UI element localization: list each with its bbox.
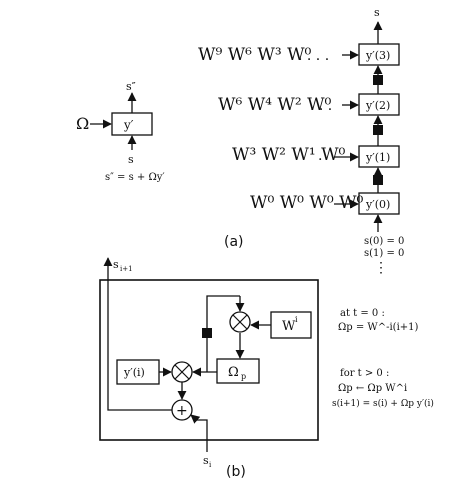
box-y0-label: y′(0) [365, 198, 390, 211]
box-y1-label: y′(1) [365, 151, 390, 164]
cell-output-label: s″ [126, 80, 136, 93]
box-y3 [358, 43, 400, 66]
adder-plus: + [176, 403, 188, 419]
weight-box-sup: i [295, 315, 298, 324]
note-tpos-line1: for t > 0 : [340, 368, 389, 379]
panel-b-diagram: s i+1 W i Ω p y′(i) + [99, 257, 319, 469]
column-output-label: s [374, 6, 380, 19]
box-y3-label: y′(3) [365, 49, 390, 62]
pipeline-column: s y′(3) W⁹ W⁶ W³ W⁰ . . . . y′(2) W⁶ W⁴ … [198, 6, 404, 276]
row2-weights: W⁶ W⁴ W² W⁰ [218, 95, 332, 115]
init-s0: s(0) = 0 [364, 236, 404, 247]
delay-register [202, 328, 212, 338]
out-sub: i+1 [120, 265, 133, 273]
row1-dots: . [318, 148, 322, 164]
y-box-label: y′(i) [123, 366, 145, 379]
box-y2-label: y′(2) [365, 99, 390, 112]
box-y0 [358, 192, 400, 215]
note-t0-line1: at t = 0 : [340, 308, 385, 319]
row2-dots: . . . [310, 98, 332, 114]
in-sub: i [209, 461, 212, 469]
cell-equation: s″ = s + Ωy′ [105, 172, 165, 183]
row0-weights: W⁰ W⁰ W⁰ W⁰ [250, 193, 364, 213]
delay-register [373, 175, 383, 185]
init-more: ⋮ [374, 260, 388, 276]
omega-box-sub: p [241, 372, 246, 381]
init-s1: s(1) = 0 [364, 248, 404, 259]
cell-box-label: y′ [123, 118, 134, 132]
row3-dots: . . . . [298, 48, 329, 64]
omega-box-label: Ω [228, 365, 239, 380]
processor-frame [99, 279, 319, 441]
cell-diagram: Ω y′ s″ s s″ = s + Ωy′ [76, 80, 165, 183]
weight-box-label: W [282, 319, 296, 334]
weight-box [270, 311, 312, 339]
box-y2 [358, 93, 400, 116]
note-tpos-line2: Ωp ← Ωp W^i [338, 383, 407, 394]
out-label: s [113, 258, 119, 271]
caption-a: (a) [224, 234, 244, 250]
note-t0-line2: Ωp = W^-i(i+1) [338, 322, 419, 333]
caption-b: (b) [226, 464, 246, 480]
box-y1 [358, 145, 400, 168]
omega-box [216, 358, 260, 384]
row1-weights: W³ W² W¹ W⁰ [232, 145, 346, 165]
delay-register [373, 125, 383, 135]
omega-input-label: Ω [76, 114, 89, 133]
note-tpos-line3: s(i+1) = s(i) + Ωp y′(i) [332, 398, 434, 409]
delay-register [373, 75, 383, 85]
row3-weights: W⁹ W⁶ W³ W⁰ [198, 45, 312, 65]
panel-b-notes: at t = 0 : Ωp = W^-i(i+1) for t > 0 : Ωp… [332, 308, 434, 409]
cell-input-label: s [128, 153, 134, 166]
in-label: s [203, 454, 209, 467]
